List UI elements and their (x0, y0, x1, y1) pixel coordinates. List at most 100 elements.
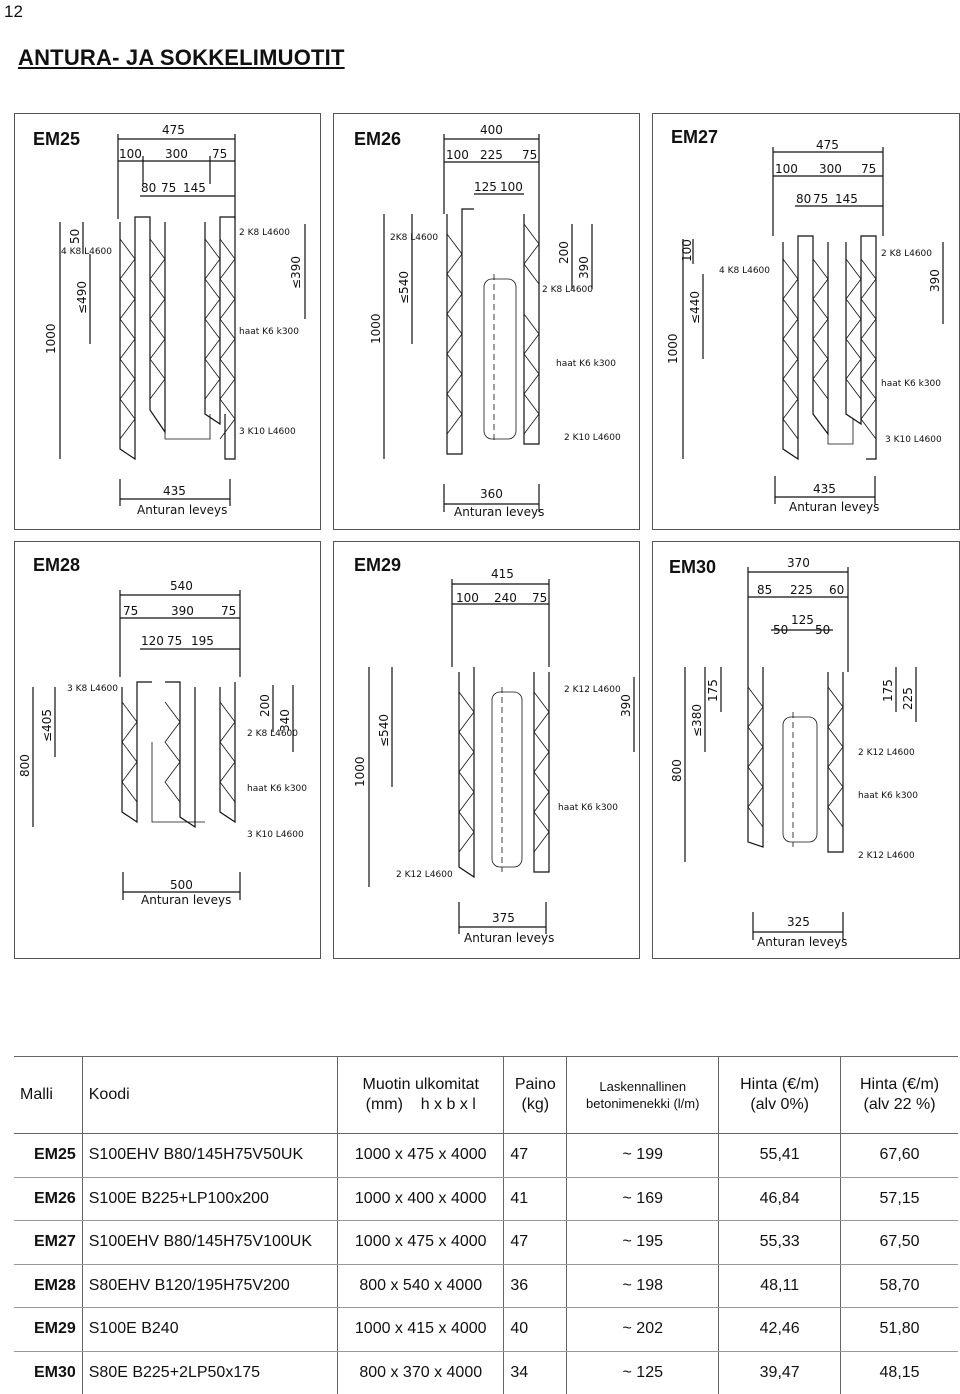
dim-text: 360 (480, 487, 503, 501)
cell-koodi: S100EHV B80/145H75V50UK (82, 1134, 337, 1178)
dim-text: 75 (861, 162, 876, 176)
rebar-note: 2 K12 L4600 (396, 870, 453, 880)
rebar-note: haat K6 k300 (247, 784, 307, 794)
dim-text: 195 (191, 634, 214, 648)
panel-label: EM28 (33, 555, 80, 576)
cell-malli: EM28 (14, 1264, 82, 1308)
dim-text: 125 (791, 613, 814, 627)
formwork-drawing: 415 100 240 75 1000 ≤540 390 2 K12 L4600… (334, 542, 639, 958)
rebar-note: 2 K10 L4600 (564, 433, 621, 443)
rebar-note: 2 K8 L4600 (542, 285, 593, 295)
drawing-panel-em26: EM26 400 100 225 75 125 100 1000 ≤540 20… (333, 113, 640, 530)
rebar-note: haat K6 k300 (239, 327, 299, 337)
drawing-panel-em27: EM27 475 100 300 75 80 75 145 1000 ≤440 … (652, 113, 960, 530)
dim-text: 125 (474, 180, 497, 194)
dim-text: 225 (790, 583, 813, 597)
rebar-note: 2K8 L4600 (390, 233, 438, 243)
rebar-note: 4 K8 L4600 (61, 247, 112, 257)
cell-betoni: ~ 199 (567, 1134, 719, 1178)
cell-betoni: ~ 202 (567, 1308, 719, 1352)
panel-label: EM30 (669, 557, 716, 578)
dim-text: Anturan leveys (137, 503, 227, 517)
dim-text: 390 (577, 256, 591, 279)
col-header-koodi: Koodi (82, 1057, 337, 1134)
rebar-note: 2 K12 L4600 (564, 685, 621, 695)
dim-text: 200 (557, 241, 571, 264)
drawing-panel-em28: EM28 540 75 390 75 120 75 195 800 ≤405 2… (14, 541, 321, 959)
cell-malli: EM25 (14, 1134, 82, 1178)
dim-text: 390 (171, 604, 194, 618)
dim-text: 370 (787, 556, 810, 570)
cell-muotin: 800 x 370 x 4000 (338, 1351, 504, 1394)
dim-text: 100 (680, 239, 694, 262)
dim-text: 1000 (353, 756, 367, 787)
dim-text: 100 (446, 148, 469, 162)
dim-text: Anturan leveys (464, 931, 554, 945)
dim-text: 500 (170, 878, 193, 892)
rebar-note: 3 K10 L4600 (247, 830, 304, 840)
dim-text: 75 (532, 591, 547, 605)
dim-text: 435 (813, 482, 836, 496)
dim-text: 145 (183, 181, 206, 195)
header-line: Muotin ulkomitat (344, 1075, 497, 1095)
dim-text: ≤380 (690, 704, 704, 737)
panel-label: EM29 (354, 555, 401, 576)
dim-text: 325 (787, 915, 810, 929)
dim-text: 200 (258, 694, 272, 717)
rebar-note: haat K6 k300 (858, 791, 918, 801)
table-body: EM25 S100EHV B80/145H75V50UK 1000 x 475 … (14, 1134, 958, 1394)
drawing-panel-em25: EM25 475 100 300 75 80 75 145 1000 50 ≤4… (14, 113, 321, 530)
rebar-note: 2 K8 L4600 (247, 729, 298, 739)
dim-text: 240 (494, 591, 517, 605)
cell-muotin: 1000 x 400 x 4000 (338, 1177, 504, 1221)
formwork-drawing: 475 100 300 75 80 75 145 1000 ≤440 100 3… (653, 114, 959, 529)
cell-hinta-alv0: 39,47 (719, 1351, 841, 1394)
dim-text: 800 (670, 759, 684, 782)
rebar-note: 2 K8 L4600 (239, 228, 290, 238)
rebar-note: 3 K10 L4600 (885, 435, 942, 445)
dim-text: 50 (815, 623, 830, 637)
panel-label: EM27 (671, 127, 718, 148)
dim-text: 100 (775, 162, 798, 176)
cell-paino: 41 (504, 1177, 567, 1221)
cell-hinta-alv0: 46,84 (719, 1177, 841, 1221)
dim-text: 75 (167, 634, 182, 648)
dim-text: 100 (500, 180, 523, 194)
table-row: EM28 S80EHV B120/195H75V200 800 x 540 x … (14, 1264, 958, 1308)
dim-text: 375 (492, 911, 515, 925)
dim-text: 300 (165, 147, 188, 161)
dim-text: 75 (212, 147, 227, 161)
dim-text: 1000 (369, 313, 383, 344)
rebar-note: 2 K12 L4600 (858, 851, 915, 861)
dim-text: ≤490 (75, 281, 89, 314)
cell-koodi: S100E B225+LP100x200 (82, 1177, 337, 1221)
header-line: (mm) h x b x l (344, 1095, 497, 1115)
cell-hinta-alv0: 42,46 (719, 1308, 841, 1352)
col-header-muotin: Muotin ulkomitat (mm) h x b x l (338, 1057, 504, 1134)
cell-betoni: ~ 125 (567, 1351, 719, 1394)
cell-koodi: S80E B225+2LP50x175 (82, 1351, 337, 1394)
cell-hinta-alv22: 57,15 (841, 1177, 958, 1221)
dim-text: 475 (162, 123, 185, 137)
table-row: EM26 S100E B225+LP100x200 1000 x 400 x 4… (14, 1177, 958, 1221)
formwork-drawing: 370 85 225 60 50 125 50 800 ≤380 175 175… (653, 542, 959, 958)
dim-text: 1000 (666, 333, 680, 364)
cell-koodi: S80EHV B120/195H75V200 (82, 1264, 337, 1308)
table-row: EM29 S100E B240 1000 x 415 x 4000 40 ~ 2… (14, 1308, 958, 1352)
rebar-note: 3 K10 L4600 (239, 427, 296, 437)
cell-betoni: ~ 198 (567, 1264, 719, 1308)
cell-hinta-alv0: 55,33 (719, 1221, 841, 1265)
dim-text: 475 (816, 138, 839, 152)
formwork-drawing: 400 100 225 75 125 100 1000 ≤540 200 390… (334, 114, 639, 529)
cell-muotin: 800 x 540 x 4000 (338, 1264, 504, 1308)
drawing-panel-em29: EM29 415 100 240 75 1000 ≤540 390 2 K12 … (333, 541, 640, 959)
table-row: EM30 S80E B225+2LP50x175 800 x 370 x 400… (14, 1351, 958, 1394)
dim-text: 60 (829, 583, 844, 597)
cell-malli: EM27 (14, 1221, 82, 1265)
dim-text: 225 (480, 148, 503, 162)
rebar-note: 4 K8 L4600 (719, 266, 770, 276)
header-line: Laskennallinen (573, 1078, 712, 1095)
dim-text: 85 (757, 583, 772, 597)
col-header-paino: Paino (kg) (504, 1057, 567, 1134)
dim-text: 300 (819, 162, 842, 176)
